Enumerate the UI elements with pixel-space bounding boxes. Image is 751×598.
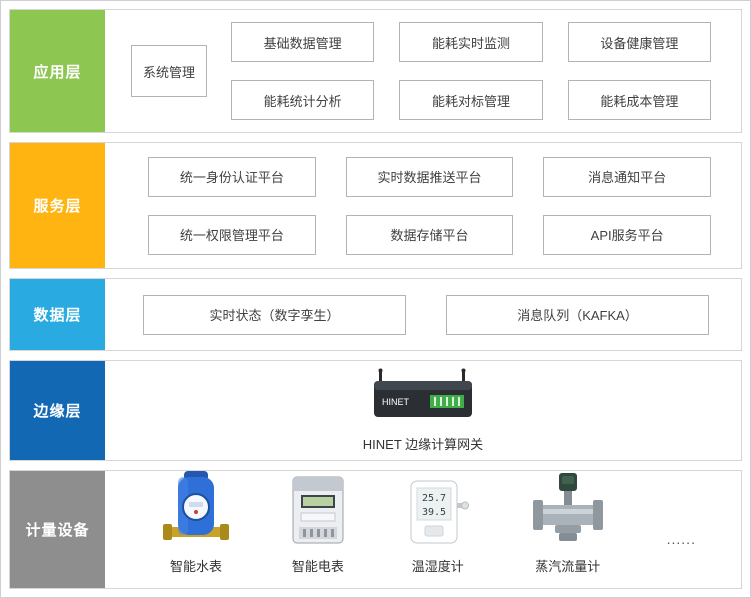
electric-meter-icon xyxy=(291,475,345,550)
edge-layer-content: HINET HINET 边缘计算网关 xyxy=(105,361,741,460)
gateway-brand-label: HINET xyxy=(382,397,410,407)
device-electric-meter: 智能电表 xyxy=(291,475,345,575)
data-store-box: 消息队列（KAFKA） xyxy=(446,294,709,335)
module-box: 能耗成本管理 xyxy=(567,80,711,120)
temperature-reading: 25.7 xyxy=(422,493,446,504)
steam-flow-meter-icon xyxy=(531,471,605,550)
layer-label-data: 数据层 xyxy=(10,279,105,350)
application-layer-content: 系统管理 基础数据管理 能耗实时监测 设备健康管理 能耗统计分析 能耗对标管理 … xyxy=(105,10,741,132)
device-name: 智能水表 xyxy=(169,559,222,574)
device-name: 智能电表 xyxy=(291,559,344,574)
platform-box: 统一权限管理平台 xyxy=(148,214,316,255)
layer-application: 应用层 系统管理 基础数据管理 能耗实时监测 设备健康管理 能耗统计分析 能耗对… xyxy=(9,9,742,133)
layer-metering-devices: 计量设备 智能水表 xyxy=(9,470,742,589)
service-layer-content: 统一身份认证平台 实时数据推送平台 消息通知平台 统一权限管理平台 数据存储平台… xyxy=(105,143,741,268)
platform-box: 实时数据推送平台 xyxy=(345,156,514,197)
platform-box: 数据存储平台 xyxy=(345,214,514,255)
layer-label-application: 应用层 xyxy=(10,10,105,132)
layer-label-edge: 边缘层 xyxy=(10,361,105,460)
water-meter-icon xyxy=(163,471,229,550)
device-water-meter: 智能水表 xyxy=(163,471,229,575)
module-box: 设备健康管理 xyxy=(567,22,711,62)
platform-box: 消息通知平台 xyxy=(543,156,711,197)
device-steam-flow-meter: 蒸汽流量计 xyxy=(531,471,605,575)
service-platform-grid: 统一身份认证平台 实时数据推送平台 消息通知平台 统一权限管理平台 数据存储平台… xyxy=(148,156,711,255)
platform-box: API服务平台 xyxy=(543,214,711,255)
module-box: 基础数据管理 xyxy=(231,22,375,62)
module-box: 能耗实时监测 xyxy=(399,22,543,62)
module-system-management: 系统管理 xyxy=(131,45,207,97)
layer-label-metering: 计量设备 xyxy=(10,471,105,588)
more-devices-ellipsis: ...... xyxy=(666,531,696,547)
data-store-box: 实时状态（数字孪生） xyxy=(143,294,406,335)
metering-devices-content: 智能水表 xyxy=(105,471,741,588)
humidity-reading: 39.5 xyxy=(422,507,446,518)
application-module-grid: 基础数据管理 能耗实时监测 设备健康管理 能耗统计分析 能耗对标管理 能耗成本管… xyxy=(231,22,711,120)
layer-label-service: 服务层 xyxy=(10,143,105,268)
edge-gateway-caption: HINET 边缘计算网关 xyxy=(362,437,484,452)
module-box: 能耗统计分析 xyxy=(231,80,375,120)
device-thermo-hygrometer: 25.7 39.5 温湿度计 xyxy=(407,479,469,575)
module-box: 能耗对标管理 xyxy=(399,80,543,120)
edge-gateway-icon: HINET xyxy=(372,368,474,427)
platform-box: 统一身份认证平台 xyxy=(148,156,316,197)
layer-edge: 边缘层 HINET HINET xyxy=(9,360,742,461)
layer-data: 数据层 实时状态（数字孪生） 消息队列（KAFKA） xyxy=(9,278,742,351)
device-name: 蒸汽流量计 xyxy=(535,559,601,574)
thermo-hygrometer-icon: 25.7 39.5 xyxy=(407,479,469,550)
device-name: 温湿度计 xyxy=(411,559,464,574)
data-layer-content: 实时状态（数字孪生） 消息队列（KAFKA） xyxy=(105,279,741,350)
layer-service: 服务层 统一身份认证平台 实时数据推送平台 消息通知平台 统一权限管理平台 数据… xyxy=(9,142,742,269)
